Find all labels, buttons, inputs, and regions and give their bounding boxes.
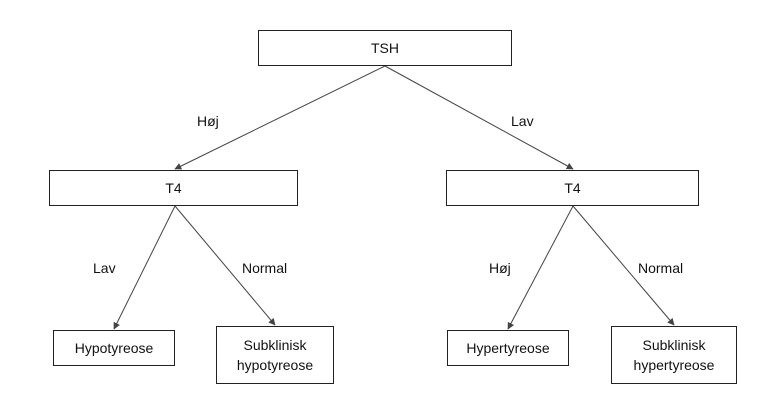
node-hypotyreose-label: Hypotyreose [74,340,154,356]
edge-root-to-left-t4 [174,65,386,170]
edge-label-root-right: Lav [511,113,534,129]
edge-left-t4-to-hypotyreose [113,205,176,330]
edge-label-left-right: Normal [242,260,288,276]
node-tsh: TSH [258,30,512,66]
node-t4-right-label: T4 [564,180,581,196]
node-t4-right: T4 [446,170,699,206]
node-subklinisk-hypotyreose-line1: Subklinisk [243,337,307,353]
node-subklinisk-hypertyreose: Subklinisk hypertyreose [611,326,737,384]
node-hypertyreose-label: Hypertyreose [466,340,550,356]
edge-label-right-right: Normal [638,260,684,276]
edge-left-t4-to-subklinisk-hypotyreose [174,205,276,326]
edge-label-left-left: Lav [93,260,116,276]
node-t4-left: T4 [49,170,298,206]
edge-label-root-left: Høj [197,113,219,129]
node-t4-left-label: T4 [165,180,182,196]
node-subklinisk-hypotyreose-line2: hypotyreose [236,357,314,373]
edge-right-t4-to-subklinisk-hypertyreose [572,205,675,326]
edge-root-to-right-t4 [384,65,574,170]
edge-label-right-left: Høj [489,260,511,276]
node-hypotyreose: Hypotyreose [53,330,175,366]
node-tsh-label: TSH [371,40,399,56]
node-subklinisk-hypotyreose: Subklinisk hypotyreose [216,326,334,384]
node-subklinisk-hypertyreose-line1: Subklinisk [642,337,706,353]
node-subklinisk-hypertyreose-line2: hypertyreose [633,357,715,373]
node-hypertyreose: Hypertyreose [447,330,569,366]
edge-right-t4-to-hypertyreose [507,205,574,330]
